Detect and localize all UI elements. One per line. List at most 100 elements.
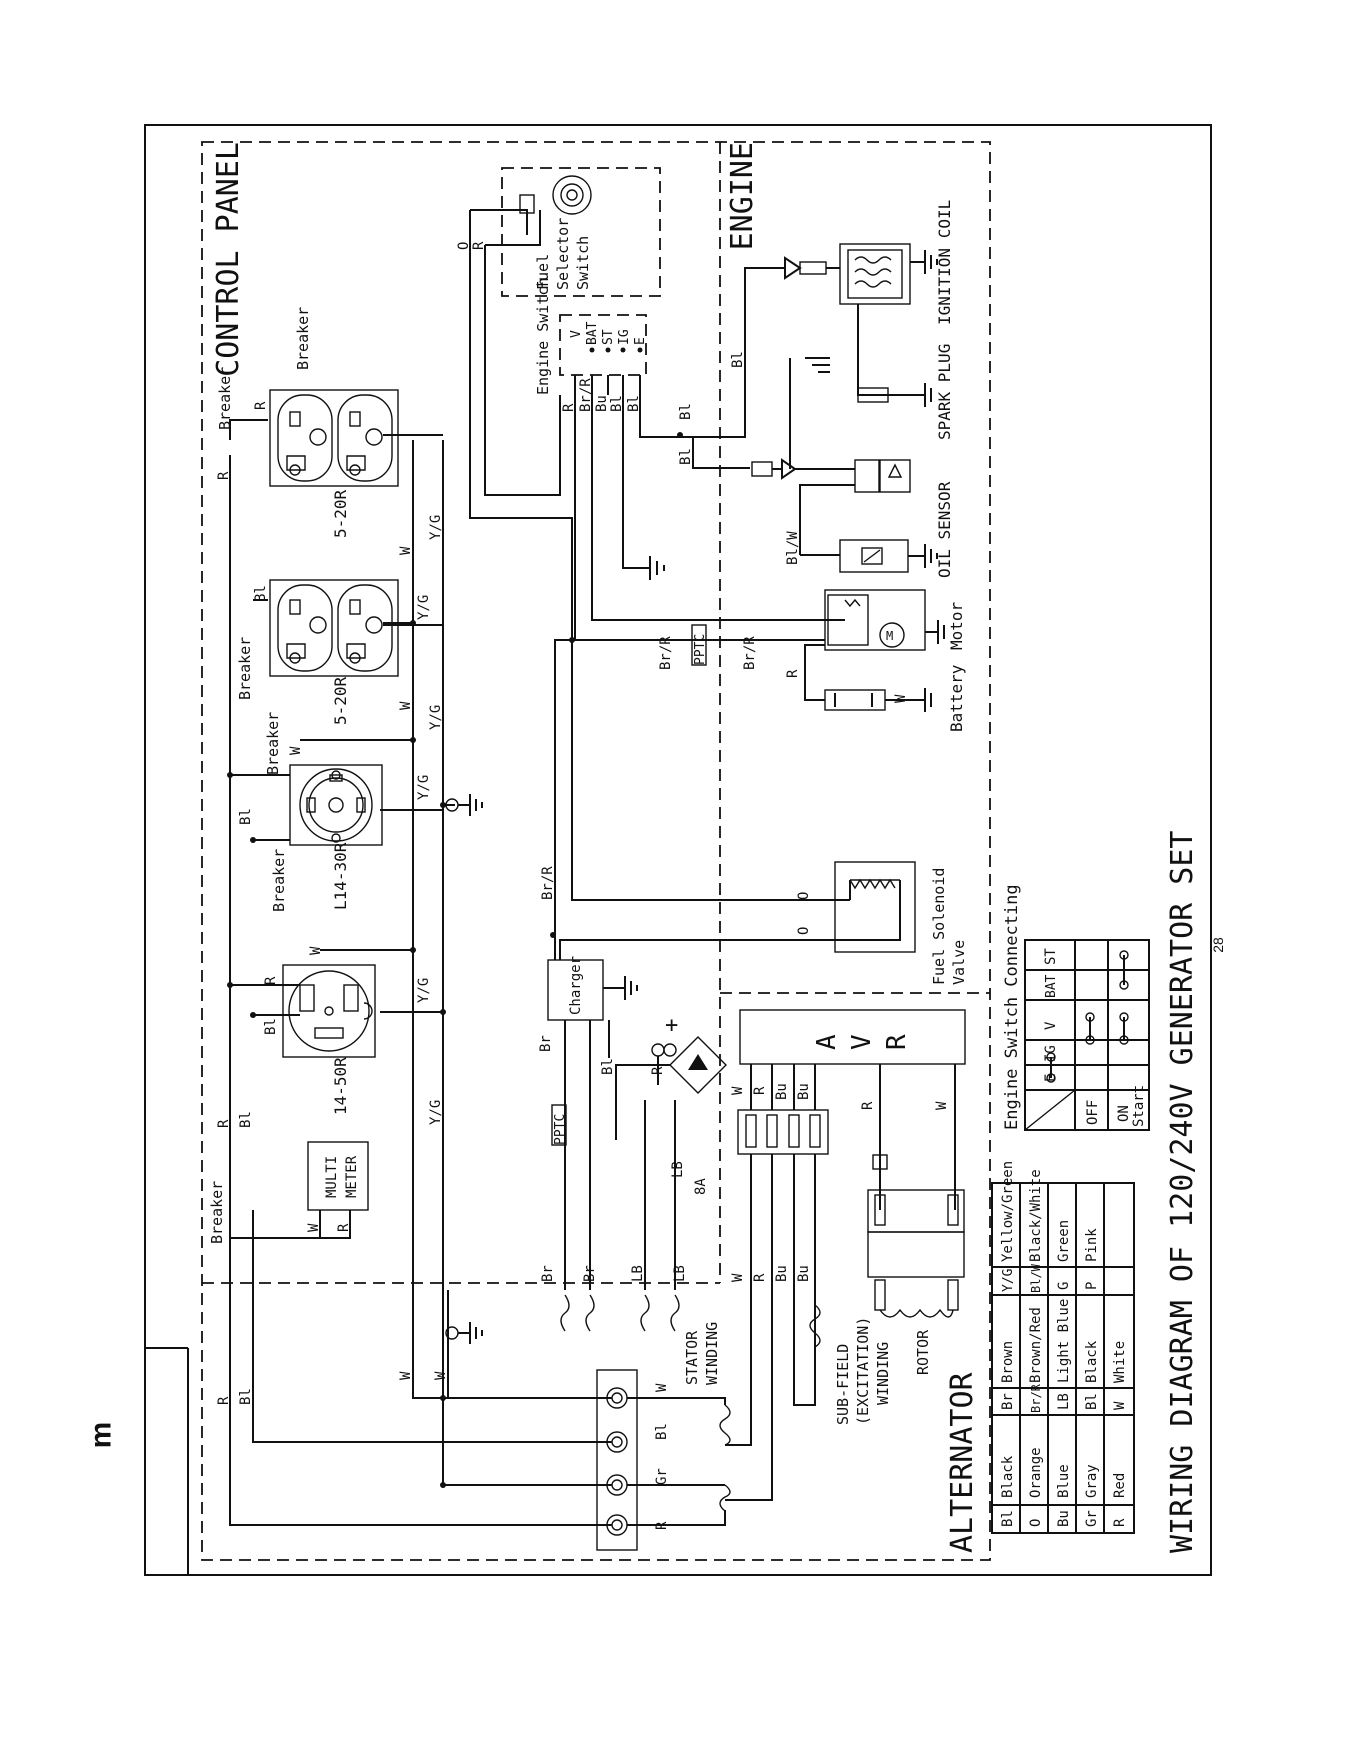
- wire-label: Gr: [654, 1468, 670, 1485]
- avr-label-a: A: [812, 1034, 842, 1050]
- ground-alternator: [445, 1322, 483, 1344]
- wire-label: Bl: [678, 403, 694, 420]
- wire-label: Bl/W: [785, 531, 801, 565]
- section-title-engine: ENGINE: [725, 142, 760, 250]
- legend-name: Brown: [1000, 1341, 1016, 1383]
- multimeter-label-1: MULTI: [324, 1156, 340, 1198]
- legend-name: Light Blue: [1056, 1299, 1072, 1383]
- wire-label: R: [860, 1101, 876, 1110]
- wire-label: R: [471, 241, 487, 250]
- receptacle-5-20r-second-label: 5-20R: [331, 676, 350, 725]
- stator-out-w: [627, 1397, 726, 1405]
- corner-letter: m: [84, 1421, 118, 1449]
- wire-label: LB: [630, 1265, 646, 1282]
- wire-label: O: [456, 242, 472, 250]
- wire-label: Br/R: [578, 378, 594, 412]
- wire-label: R: [336, 1223, 352, 1232]
- wire-label: Bu: [774, 1265, 790, 1282]
- wire-label: O: [796, 927, 812, 935]
- color-legend-table: [991, 1182, 1135, 1534]
- wire-bu-switch: [591, 395, 845, 621]
- legend-code: Gr: [1084, 1510, 1100, 1527]
- wire-bl-oil: [692, 437, 750, 469]
- switch-table-col-e: E: [1043, 1074, 1059, 1082]
- switch-table-col-st: ST: [1043, 948, 1059, 965]
- switch-table-row-off: OFF: [1085, 1100, 1101, 1125]
- receptacle-14-50r: [282, 964, 376, 1058]
- stator-coil-lower: [719, 1484, 731, 1512]
- wire-label: W: [308, 946, 324, 955]
- engine-switch-pin-bat: BAT: [585, 321, 600, 345]
- subfield-label-2: (EXCITATION): [854, 1317, 872, 1425]
- legend-name: Yellow/Green: [1000, 1161, 1016, 1262]
- wire-bl-switch-ignition: [639, 267, 770, 438]
- wire-label: Br: [582, 1265, 598, 1282]
- wire-label: R: [263, 976, 279, 985]
- multimeter: [307, 1141, 369, 1211]
- stator-wire-w: [725, 1154, 752, 1446]
- fuel-solenoid-label-1: Fuel Solenoid: [930, 868, 948, 985]
- avr-terminal-block: [737, 1109, 829, 1155]
- legend-code: P: [1084, 1282, 1100, 1290]
- wire-label: R: [216, 1119, 232, 1128]
- avr-label-r: R: [882, 1034, 912, 1050]
- stator-wire-r: [725, 1154, 773, 1501]
- ignition-coil: [770, 243, 938, 396]
- wire-label: W: [398, 1371, 414, 1380]
- wire-bl-switch-ground: [622, 395, 650, 569]
- ignition-diode-block: [751, 357, 911, 555]
- wire-label: Y/G: [428, 1100, 444, 1125]
- receptacle-5-20r-second: [269, 579, 399, 677]
- legend-name: Black: [1000, 1455, 1016, 1498]
- wire-label: W: [433, 1371, 449, 1380]
- avr-label-v: V: [847, 1034, 877, 1050]
- charger-plus: +: [665, 1013, 678, 1038]
- pptc-charger-label: PPTC: [553, 1114, 568, 1145]
- wire-label: Y/G: [416, 595, 432, 620]
- wire-label: W: [893, 694, 909, 703]
- legend-code: Br: [1000, 1393, 1016, 1410]
- breaker-label-second: Breaker: [236, 637, 254, 700]
- fuel-selector-box: [501, 167, 661, 297]
- avr-terminal-pins: [745, 1114, 821, 1148]
- wire-label: Y/G: [416, 775, 432, 800]
- wire-label: W: [398, 701, 414, 710]
- junction-dots: [227, 432, 683, 1488]
- charger-loops-left: [640, 1294, 650, 1332]
- stator-loops-left: [560, 1294, 570, 1332]
- wire-label: R: [752, 1086, 768, 1095]
- legend-name: Black: [1084, 1340, 1100, 1383]
- pptc-charger: [551, 1104, 567, 1146]
- receptacle-14-50r-label: 14-50R: [331, 1057, 350, 1115]
- wire-label: Bu: [594, 395, 610, 412]
- engine-switch-pin-st: ST: [601, 329, 616, 345]
- wire-label: R: [752, 1273, 768, 1282]
- outer-frame: [144, 124, 1212, 1576]
- stator-label-1: STATOR: [683, 1330, 701, 1385]
- rotor: [867, 1189, 965, 1318]
- wire-label: R: [654, 1521, 670, 1530]
- wire-label: Br/R: [742, 636, 758, 670]
- wire-label: Br: [540, 1265, 556, 1282]
- wire-label: W: [654, 1383, 670, 1392]
- wire-label: R: [561, 403, 577, 412]
- engine-switch-pins: [574, 347, 643, 395]
- ignition-coil-label: IGNITION COIL: [935, 200, 954, 325]
- wire-label: Br/R: [658, 636, 674, 670]
- wire-label: LB: [670, 1161, 686, 1178]
- wire-label: Bl: [238, 1111, 254, 1128]
- breaker-label-top-right: Breaker: [294, 307, 312, 370]
- multimeter-wire-r: [230, 1210, 351, 1239]
- rectifier-bridge: [608, 1020, 727, 1140]
- subfield-label-3: WINDING: [874, 1342, 892, 1405]
- wire-label: Y/G: [428, 515, 444, 540]
- subfield-loops: [809, 1304, 821, 1348]
- wire-ground-main: [442, 440, 612, 1486]
- wire-label: Y/G: [416, 978, 432, 1003]
- legend-code: Bu: [1056, 1510, 1072, 1527]
- charger: [547, 959, 604, 1021]
- engine-switch-pin-e: E: [633, 337, 648, 345]
- legend-name: Gray: [1084, 1464, 1100, 1498]
- wire-label: Y/G: [428, 705, 444, 730]
- subfield-wire-bu: [793, 1154, 816, 1406]
